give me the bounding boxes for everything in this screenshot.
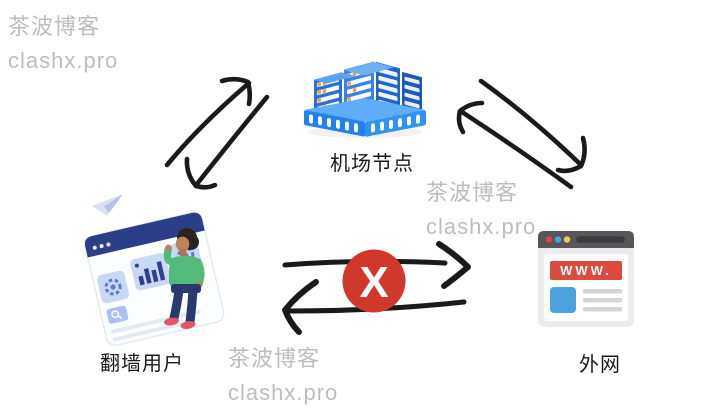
- www-banner: [550, 261, 622, 280]
- person-shoe: [180, 321, 196, 329]
- browser-dot-red: [545, 236, 553, 243]
- arrow-node-to-user: [194, 94, 270, 187]
- firewall-user-label: 翻墙用户: [100, 353, 184, 375]
- dashboard-header: [84, 212, 205, 258]
- arrowhead-down: [184, 156, 218, 190]
- arrowhead-up: [219, 76, 253, 107]
- user-illustration: [84, 194, 225, 347]
- watermark-line1: 茶波博客: [228, 346, 321, 371]
- arrow-node-to-web: [478, 78, 583, 167]
- person-raised-arm: [163, 246, 182, 266]
- external-web-label: 外网: [579, 354, 621, 376]
- arrowhead-right: [436, 241, 471, 289]
- person-leg: [185, 285, 198, 327]
- browser-image-block: [550, 287, 576, 313]
- arrow-user-to-node: [164, 80, 252, 168]
- arrowhead-left: [282, 279, 319, 335]
- watermark-line1: 茶波博客: [8, 14, 101, 39]
- watermark-middle: 茶波博客 clashx.pro: [426, 176, 536, 244]
- browser-icon: WWW.: [538, 231, 634, 327]
- person-arm: [194, 258, 205, 287]
- airport-node-building-icon: [304, 61, 426, 138]
- person-face: [175, 236, 190, 252]
- watermark-line2: clashx.pro: [228, 380, 339, 405]
- watermark-line2: clashx.pro: [426, 214, 537, 239]
- search-icon: [111, 310, 120, 319]
- browser-address-bar: [576, 236, 625, 243]
- browser-dot-blue: [554, 236, 562, 243]
- airport-node-label: 机场节点: [330, 153, 414, 175]
- paper-plane-icon: [92, 194, 123, 216]
- arrowhead-up-left: [456, 100, 485, 135]
- building-base: [304, 98, 426, 137]
- watermark-top-left: 茶波博客 clashx.pro: [8, 10, 118, 78]
- person-leg: [169, 285, 184, 323]
- blocked-circle-icon: [342, 249, 406, 313]
- watermark-line2: clashx.pro: [8, 48, 119, 73]
- watermark-bottom: 茶波博客 clashx.pro: [228, 342, 338, 410]
- person-figure: [163, 228, 205, 329]
- arrows-node-web: [456, 78, 587, 190]
- browser-dot-yellow: [563, 236, 571, 243]
- dashboard-screen: [84, 212, 225, 347]
- arrow-web-to-node: [459, 109, 574, 190]
- gear-icon: [104, 278, 122, 296]
- watermark-line1: 茶波博客: [426, 180, 519, 205]
- arrowhead-down-right: [555, 135, 587, 174]
- arrows-user-node: [164, 76, 270, 190]
- blocked-x-icon: X: [359, 258, 388, 307]
- person-shoe: [164, 317, 179, 326]
- www-text: WWW.: [560, 263, 612, 278]
- arrows-user-web-blocked: X: [282, 241, 471, 335]
